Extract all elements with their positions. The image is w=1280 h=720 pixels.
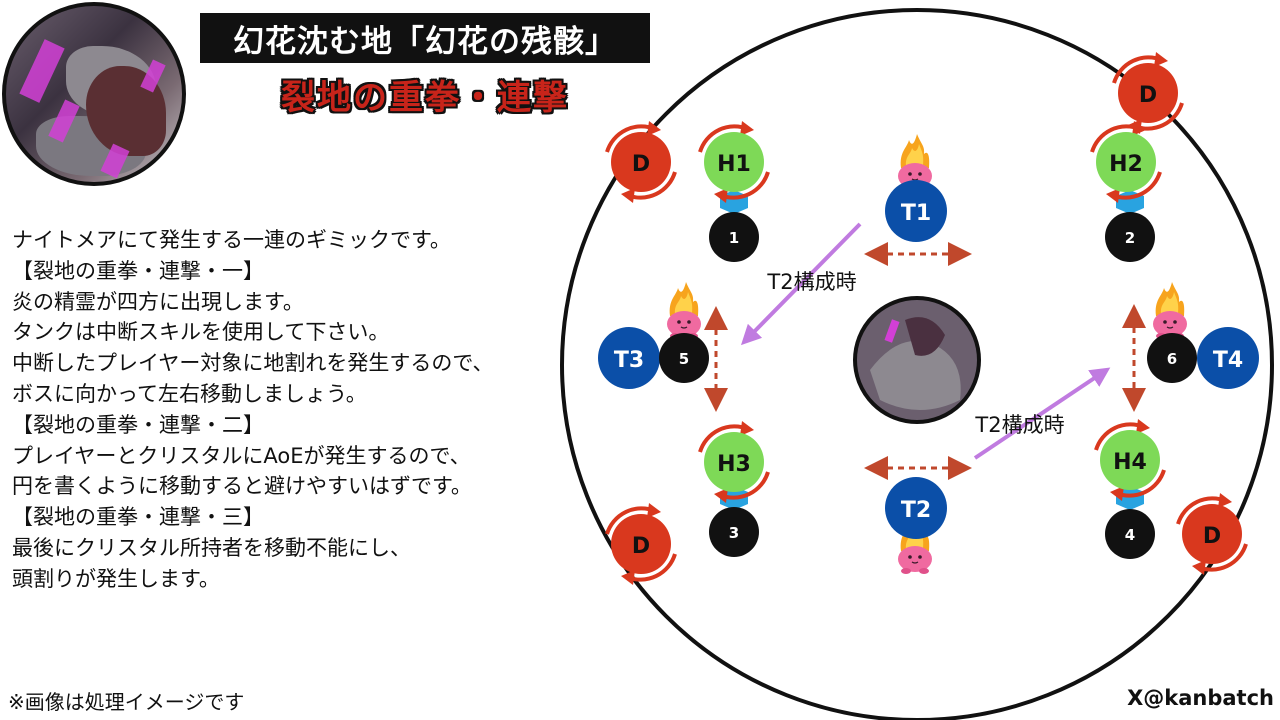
mechanic-name: 裂地の重拳・連撃 (281, 78, 569, 118)
description-line: ナイトメアにて発生する一連のギミックです。 (12, 228, 451, 252)
page-title: 幻花沈む地「幻花の残骸」 (233, 23, 617, 60)
description-line: タンクは中断スキルを使用して下さい。 (12, 320, 390, 345)
description: ナイトメアにて発生する一連のギミックです。 【裂地の重拳・連撃・一】 炎の精霊が… (12, 225, 572, 595)
tank-t4: T4 (1197, 327, 1259, 389)
marker-2: 2 (1105, 212, 1155, 262)
healer-h1: H1 (698, 119, 770, 205)
fire-spirit-icon (666, 281, 702, 340)
arena-boundary (560, 8, 1274, 720)
dps-marker: D (1176, 491, 1248, 577)
svg-text:H1: H1 (717, 152, 751, 177)
svg-text:T3: T3 (614, 348, 644, 373)
marker-1: 1 (709, 212, 759, 262)
description-line: 【裂地の重拳・連撃・一】 (12, 258, 264, 283)
svg-text:D: D (1139, 83, 1157, 108)
svg-text:D: D (1203, 524, 1221, 549)
annotation-t2-formation: T2構成時 (974, 413, 1064, 437)
svg-text:T2: T2 (901, 498, 931, 523)
svg-text:D: D (632, 152, 650, 177)
description-line: 中断したプレイヤー対象に地割れを発生するので、 (12, 351, 494, 376)
svg-text:T1: T1 (901, 201, 931, 226)
marker-4: 4 (1105, 509, 1155, 559)
healer-h2: H2 (1090, 119, 1162, 205)
svg-text:5: 5 (679, 350, 689, 368)
boss-portrait-icon (2, 2, 186, 186)
t2-path-arrow (740, 222, 862, 346)
marker-3: 3 (709, 507, 759, 557)
t2-path-arrow (973, 367, 1111, 460)
svg-text:4: 4 (1125, 526, 1135, 544)
tank-t1: T1 (885, 180, 947, 242)
dps-marker: D (605, 501, 677, 587)
author-credit: X@kanbatch (1127, 686, 1274, 710)
boss-icon (853, 296, 981, 424)
description-line: 【裂地の重拳・連撃・二】 (12, 412, 264, 437)
description-line: 円を書くように移動すると避けやすいはずです。 (12, 474, 472, 499)
tank-t3: T3 (598, 327, 660, 389)
svg-text:H4: H4 (1113, 450, 1147, 475)
fire-spirit-icon (1152, 281, 1188, 340)
annotation-t2-formation: T2構成時 (766, 270, 856, 294)
description-line: プレイヤーとクリスタルにAoEが発生するので、 (12, 443, 471, 468)
footer-note: ※画像は処理イメージです (8, 690, 245, 714)
svg-text:H3: H3 (717, 452, 751, 477)
description-line: 炎の精霊が四方に出現します。 (12, 289, 304, 314)
title-banner: 幻花沈む地「幻花の残骸」 (200, 13, 650, 63)
svg-text:3: 3 (729, 524, 739, 542)
healer-h4: H4 (1094, 417, 1166, 503)
svg-text:D: D (632, 534, 650, 559)
dps-marker: D (605, 119, 677, 205)
svg-text:2: 2 (1125, 229, 1135, 247)
tank-t2: T2 (885, 477, 947, 539)
svg-text:1: 1 (729, 229, 739, 247)
svg-text:T4: T4 (1213, 348, 1243, 373)
description-line: 頭割りが発生します。 (12, 566, 220, 591)
description-line: ボスに向かって左右移動しましょう。 (12, 381, 367, 406)
description-line: 最後にクリスタル所持者を移動不能にし、 (12, 535, 411, 560)
svg-text:6: 6 (1167, 350, 1177, 368)
marker-6: 6 (1147, 333, 1197, 383)
dps-marker: D (1112, 50, 1184, 136)
svg-text:H2: H2 (1109, 152, 1143, 177)
description-line: 【裂地の重拳・連撃・三】 (12, 505, 264, 530)
healer-h3: H3 (698, 419, 770, 505)
marker-5: 5 (659, 333, 709, 383)
